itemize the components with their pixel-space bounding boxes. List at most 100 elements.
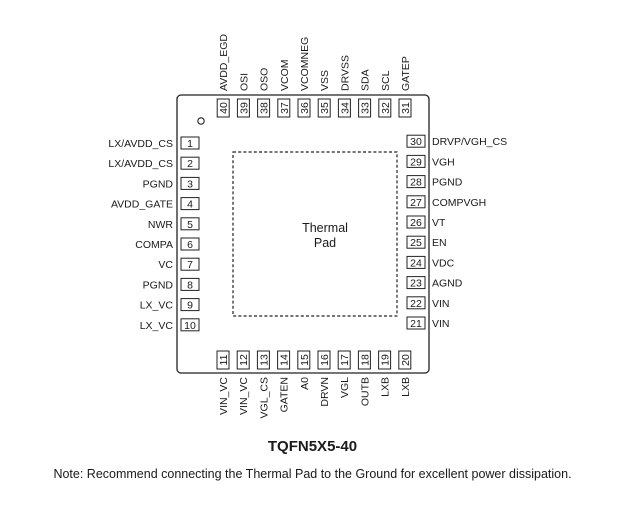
pin-name: VSS [319, 70, 331, 91]
pin-pad [337, 98, 351, 118]
pin-pad [236, 98, 250, 118]
pin-number: 8 [187, 279, 193, 291]
pin-number: 17 [339, 354, 351, 366]
pin-name: VGL [339, 377, 351, 398]
pin-number: 34 [339, 102, 351, 114]
pin-number: 22 [410, 298, 422, 310]
pin-name: AGND [432, 278, 463, 290]
pin-pad [277, 98, 291, 118]
pin-pad [406, 215, 426, 229]
pin-pad [180, 217, 200, 231]
pin-name: VT [432, 217, 446, 229]
pin-number: 29 [410, 156, 422, 168]
package-name: TQFN5X5-40 [267, 438, 358, 455]
pin-pad [180, 197, 200, 211]
pin-name: AVDD_GATE [111, 199, 173, 211]
pin-number: 15 [299, 354, 311, 366]
pin-top: 35 VSS [317, 70, 331, 118]
pin-name: GATEP [400, 56, 412, 91]
pin-name: VGL_CS [258, 377, 270, 418]
pin-pad [257, 98, 271, 118]
pin-pad [180, 136, 200, 150]
pin-name: NWR [148, 219, 173, 231]
pin-number: 21 [410, 318, 422, 330]
pin-number: 35 [319, 102, 331, 114]
pin-number: 3 [187, 178, 193, 190]
pin-number: 37 [279, 102, 291, 114]
pin-pad [297, 350, 311, 370]
pin-number: 4 [187, 199, 193, 211]
pin-name: COMPA [135, 239, 173, 251]
pin-number: 28 [410, 177, 422, 189]
pin-pad [337, 350, 351, 370]
pin-name: LX_VC [140, 320, 174, 332]
pin-right: 21 VIN [406, 316, 450, 330]
pin-name: LX/AVDD_CS [108, 138, 173, 150]
pin-number: 40 [218, 102, 230, 114]
pin-name: GATEN [279, 377, 291, 412]
pin-pad [256, 350, 270, 370]
pin-name: A0 [299, 377, 311, 390]
pin-left: 7VC [158, 257, 200, 271]
pin-number: 14 [279, 354, 291, 366]
thermal-pad [232, 151, 398, 317]
pin-pad [406, 316, 426, 330]
pin-number: 23 [410, 278, 422, 290]
pin-left: 9LX_VC [140, 298, 200, 312]
pin-name: VGH [432, 156, 455, 168]
pin-number: 1 [187, 138, 193, 150]
pin-pad [180, 237, 200, 251]
pin-number: 27 [410, 197, 422, 209]
thermal-pad-label-line1: Thermal [302, 221, 348, 235]
thermal-pad-note: Note: Recommend connecting the Thermal P… [53, 467, 572, 481]
pin-number: 36 [299, 102, 311, 114]
pin-name: VIN_VC [218, 377, 230, 415]
thermal-pad-label-line2: Pad [314, 236, 336, 250]
package-body [176, 94, 430, 374]
pin-right: 27 COMPVGH [406, 195, 486, 209]
pin-number: 16 [319, 354, 331, 366]
pin-number: 20 [400, 354, 412, 366]
pin-name: SCL [380, 70, 392, 91]
pin-number: 31 [400, 102, 412, 114]
pin-pad [358, 98, 372, 118]
pin-top: 40 AVDD_EGD [216, 34, 230, 118]
pin-name: AVDD_EGD [218, 34, 230, 91]
pin-pad [406, 154, 426, 168]
pin-pad [180, 318, 200, 332]
pin-pad [216, 350, 230, 370]
pin-name: OSO [259, 68, 271, 91]
pin-name: LXB [380, 377, 392, 397]
pin-top: 31 GATEP [398, 56, 412, 118]
pin-number: 32 [380, 102, 392, 114]
pin-pad [357, 350, 371, 370]
pin-number: 38 [259, 102, 271, 114]
pin-name: VCOMNEG [299, 37, 311, 91]
pin-name: VDC [432, 257, 455, 269]
pin-top: 32 SCL [378, 70, 392, 118]
pin-name: COMPVGH [432, 197, 486, 209]
pin-number: 11 [218, 354, 230, 365]
pin-left: 2LX/AVDD_CS [108, 156, 200, 170]
pin-pad [398, 350, 412, 370]
pin-name: VIN [432, 318, 450, 330]
